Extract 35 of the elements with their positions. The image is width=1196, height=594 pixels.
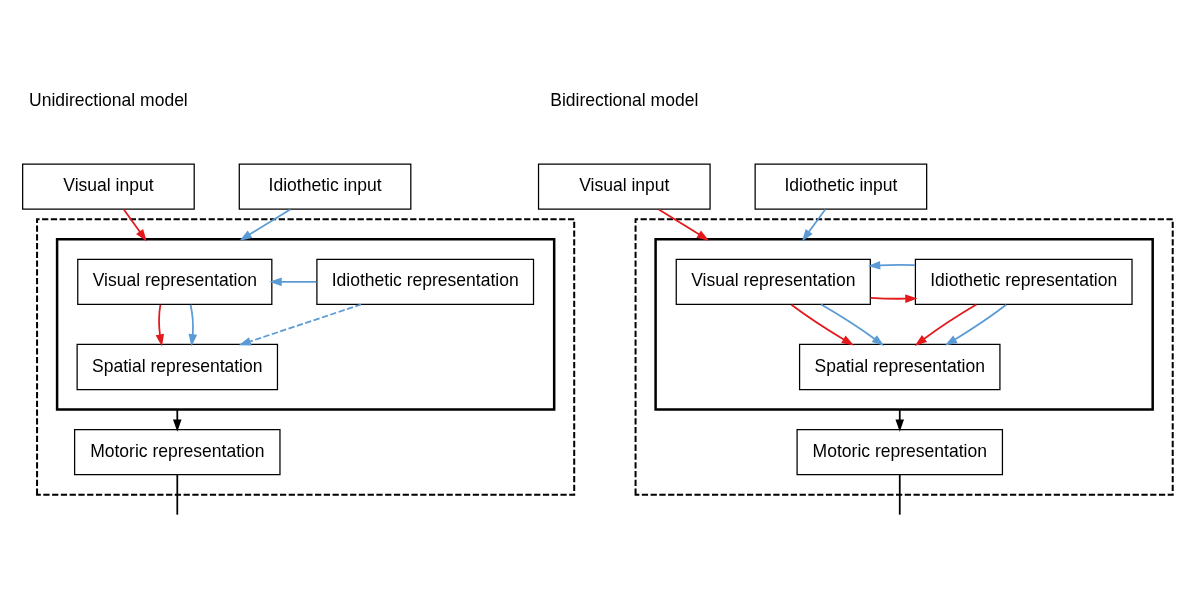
label: Bidirectional model xyxy=(550,89,699,110)
arrow xyxy=(914,303,978,346)
arrow xyxy=(895,408,905,432)
cluster xyxy=(654,237,1154,411)
node-box: Idiothetic input xyxy=(238,163,412,210)
arrow xyxy=(173,408,182,432)
node-box: Spatial representation xyxy=(798,343,1001,390)
arrow xyxy=(122,208,147,241)
cluster xyxy=(55,237,556,411)
node-box: Visual input xyxy=(22,163,195,210)
arrow xyxy=(188,303,198,347)
arrow xyxy=(155,303,165,346)
label: Unidirectional model xyxy=(29,89,188,110)
cluster xyxy=(36,217,576,496)
node-box: Visual representation xyxy=(675,258,871,305)
node-box: Idiothetic representation xyxy=(316,258,535,305)
arrow xyxy=(269,277,318,286)
cluster xyxy=(634,217,1174,496)
arrow xyxy=(869,293,918,303)
arrow xyxy=(790,303,854,346)
node-box: Motoric representation xyxy=(796,428,1004,475)
node-box: Motoric representation xyxy=(74,428,281,475)
arrow xyxy=(944,303,1008,346)
arrow xyxy=(820,303,885,346)
arrow xyxy=(238,303,362,345)
node-box: Visual representation xyxy=(77,258,273,305)
arrow xyxy=(801,208,827,241)
connector xyxy=(898,473,901,516)
arrow xyxy=(867,260,916,270)
connector xyxy=(176,473,179,516)
node-box: Spatial representation xyxy=(76,343,279,390)
node-box: Visual input xyxy=(537,163,711,210)
node-box: Idiothetic input xyxy=(754,163,928,210)
node-box: Idiothetic representation xyxy=(914,258,1133,305)
arrow xyxy=(239,208,292,241)
